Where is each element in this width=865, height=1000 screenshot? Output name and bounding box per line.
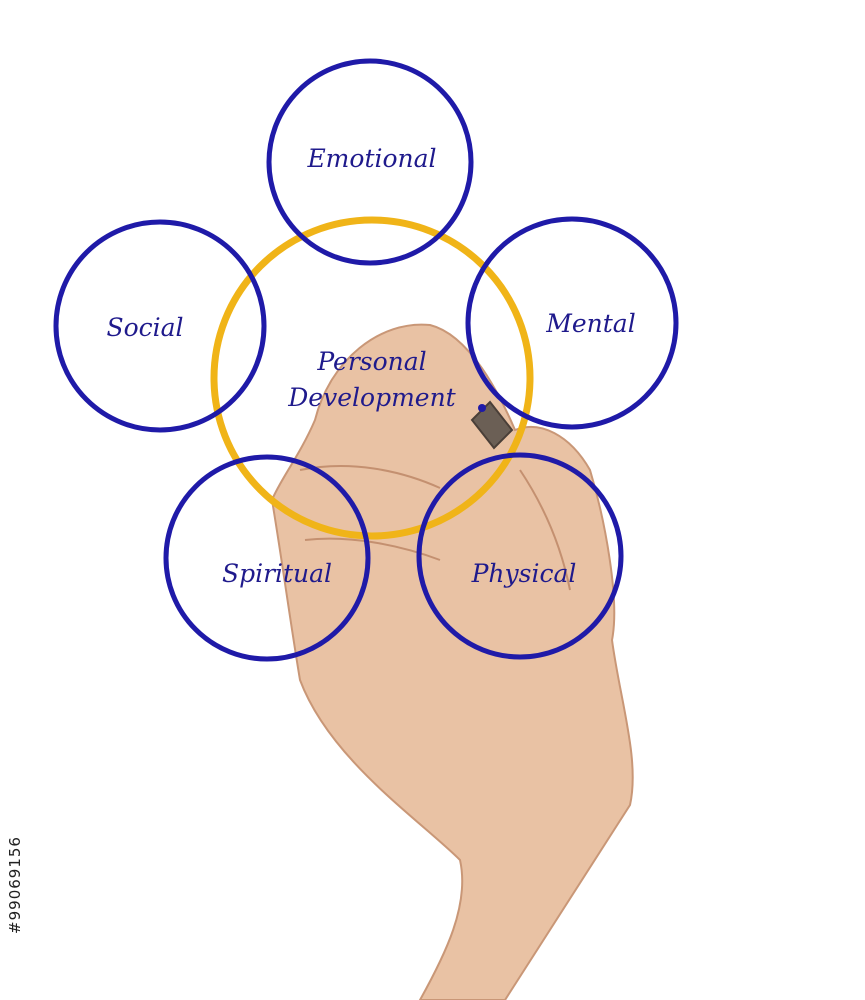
node-label-emotional: Emotional [306,144,436,173]
node-circle-emotional [266,58,474,266]
image-id-text: #99069156 [6,836,25,934]
node-label-social: Social [106,313,183,342]
node-label-mental: Mental [545,309,635,338]
image-id-watermark: #99069156 [2,770,28,1000]
node-label-spiritual: Spiritual [222,559,332,588]
finger-crease [299,465,441,489]
node-circle-mental [465,216,679,430]
node-circle-spiritual [163,454,371,662]
node-circle-physical [416,452,624,660]
center-label-line-2: Development [287,383,456,412]
hand-holding-marker-icon [270,323,634,1000]
node-label-physical: Physical [471,559,577,588]
finger-crease [519,469,571,591]
marker-tip [478,404,486,412]
node-circle-social [53,219,267,433]
center-circle [210,216,534,540]
finger-crease [304,537,441,561]
hand-shape [270,323,634,1000]
center-label-line-1: Personal [316,347,426,376]
